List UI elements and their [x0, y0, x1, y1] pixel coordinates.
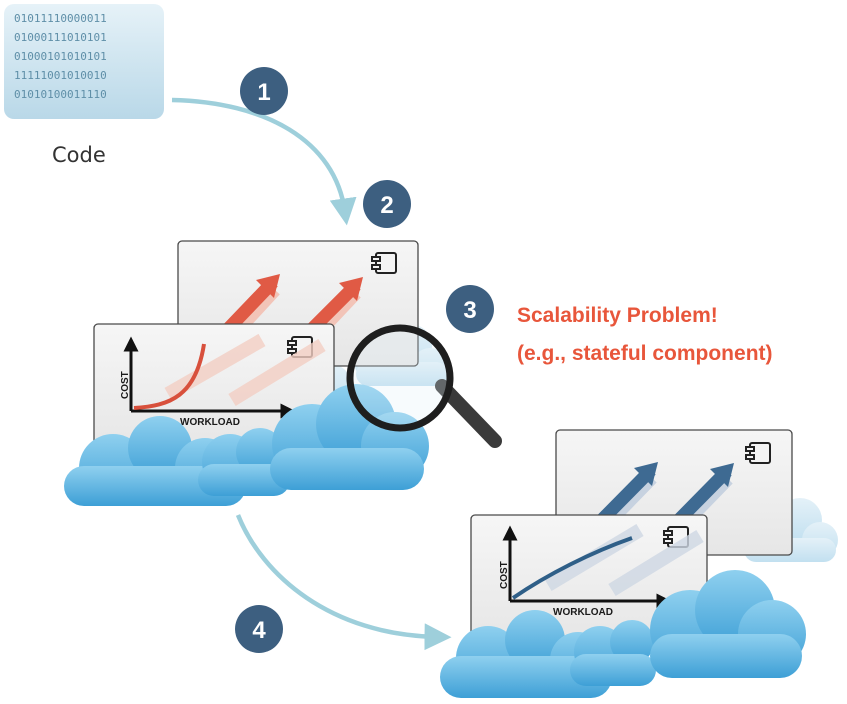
step-badge-3: 3 — [446, 285, 494, 333]
problem-detail: (e.g., stateful component) — [517, 342, 773, 365]
code-line: 01011110000011 — [14, 12, 107, 25]
flow-arrow-1 — [171, 97, 357, 226]
component-icon — [745, 442, 771, 464]
cost-curve — [511, 536, 633, 600]
y-axis-label: COST — [499, 561, 510, 589]
code-line: 01000111010101 — [14, 31, 107, 44]
svg-text:2: 2 — [380, 192, 393, 219]
code-block: 01011110000011 01000111010101 0100010101… — [4, 4, 164, 119]
flow-arrow-4 — [235, 514, 452, 651]
magnifying-glass-icon — [346, 324, 502, 448]
scale-arrow-faded — [164, 333, 266, 401]
before-deployment: COST WORKLOAD — [64, 240, 502, 506]
x-axis-label: WORKLOAD — [553, 607, 613, 618]
x-axis-label: WORKLOAD — [180, 417, 240, 428]
scale-arrow-faded — [608, 530, 704, 596]
cloud-icon — [64, 384, 429, 506]
y-axis-label: COST — [120, 371, 131, 399]
code-panel — [4, 4, 164, 119]
code-line: 01000101010101 — [14, 50, 107, 63]
step-badge-4: 4 — [235, 605, 283, 653]
cost-curve — [133, 343, 206, 410]
step-badge-1: 1 — [240, 67, 288, 115]
component-icon — [371, 252, 397, 274]
step-badge-2: 2 — [363, 180, 411, 228]
cost-workload-chart-before: COST WORKLOAD — [120, 336, 296, 428]
svg-text:3: 3 — [463, 297, 476, 324]
svg-text:1: 1 — [257, 79, 270, 106]
svg-text:4: 4 — [252, 617, 266, 644]
cloud-icon — [440, 570, 806, 698]
cost-workload-chart-after: COST WORKLOAD — [499, 525, 672, 618]
code-caption: Code — [52, 143, 106, 167]
code-line: 01010100011110 — [14, 88, 107, 101]
scale-arrow-faded — [228, 339, 326, 406]
after-deployment: COST WORKLOAD — [440, 429, 838, 698]
code-line: 11111001010010 — [14, 69, 107, 82]
problem-title: Scalability Problem! — [517, 304, 718, 327]
